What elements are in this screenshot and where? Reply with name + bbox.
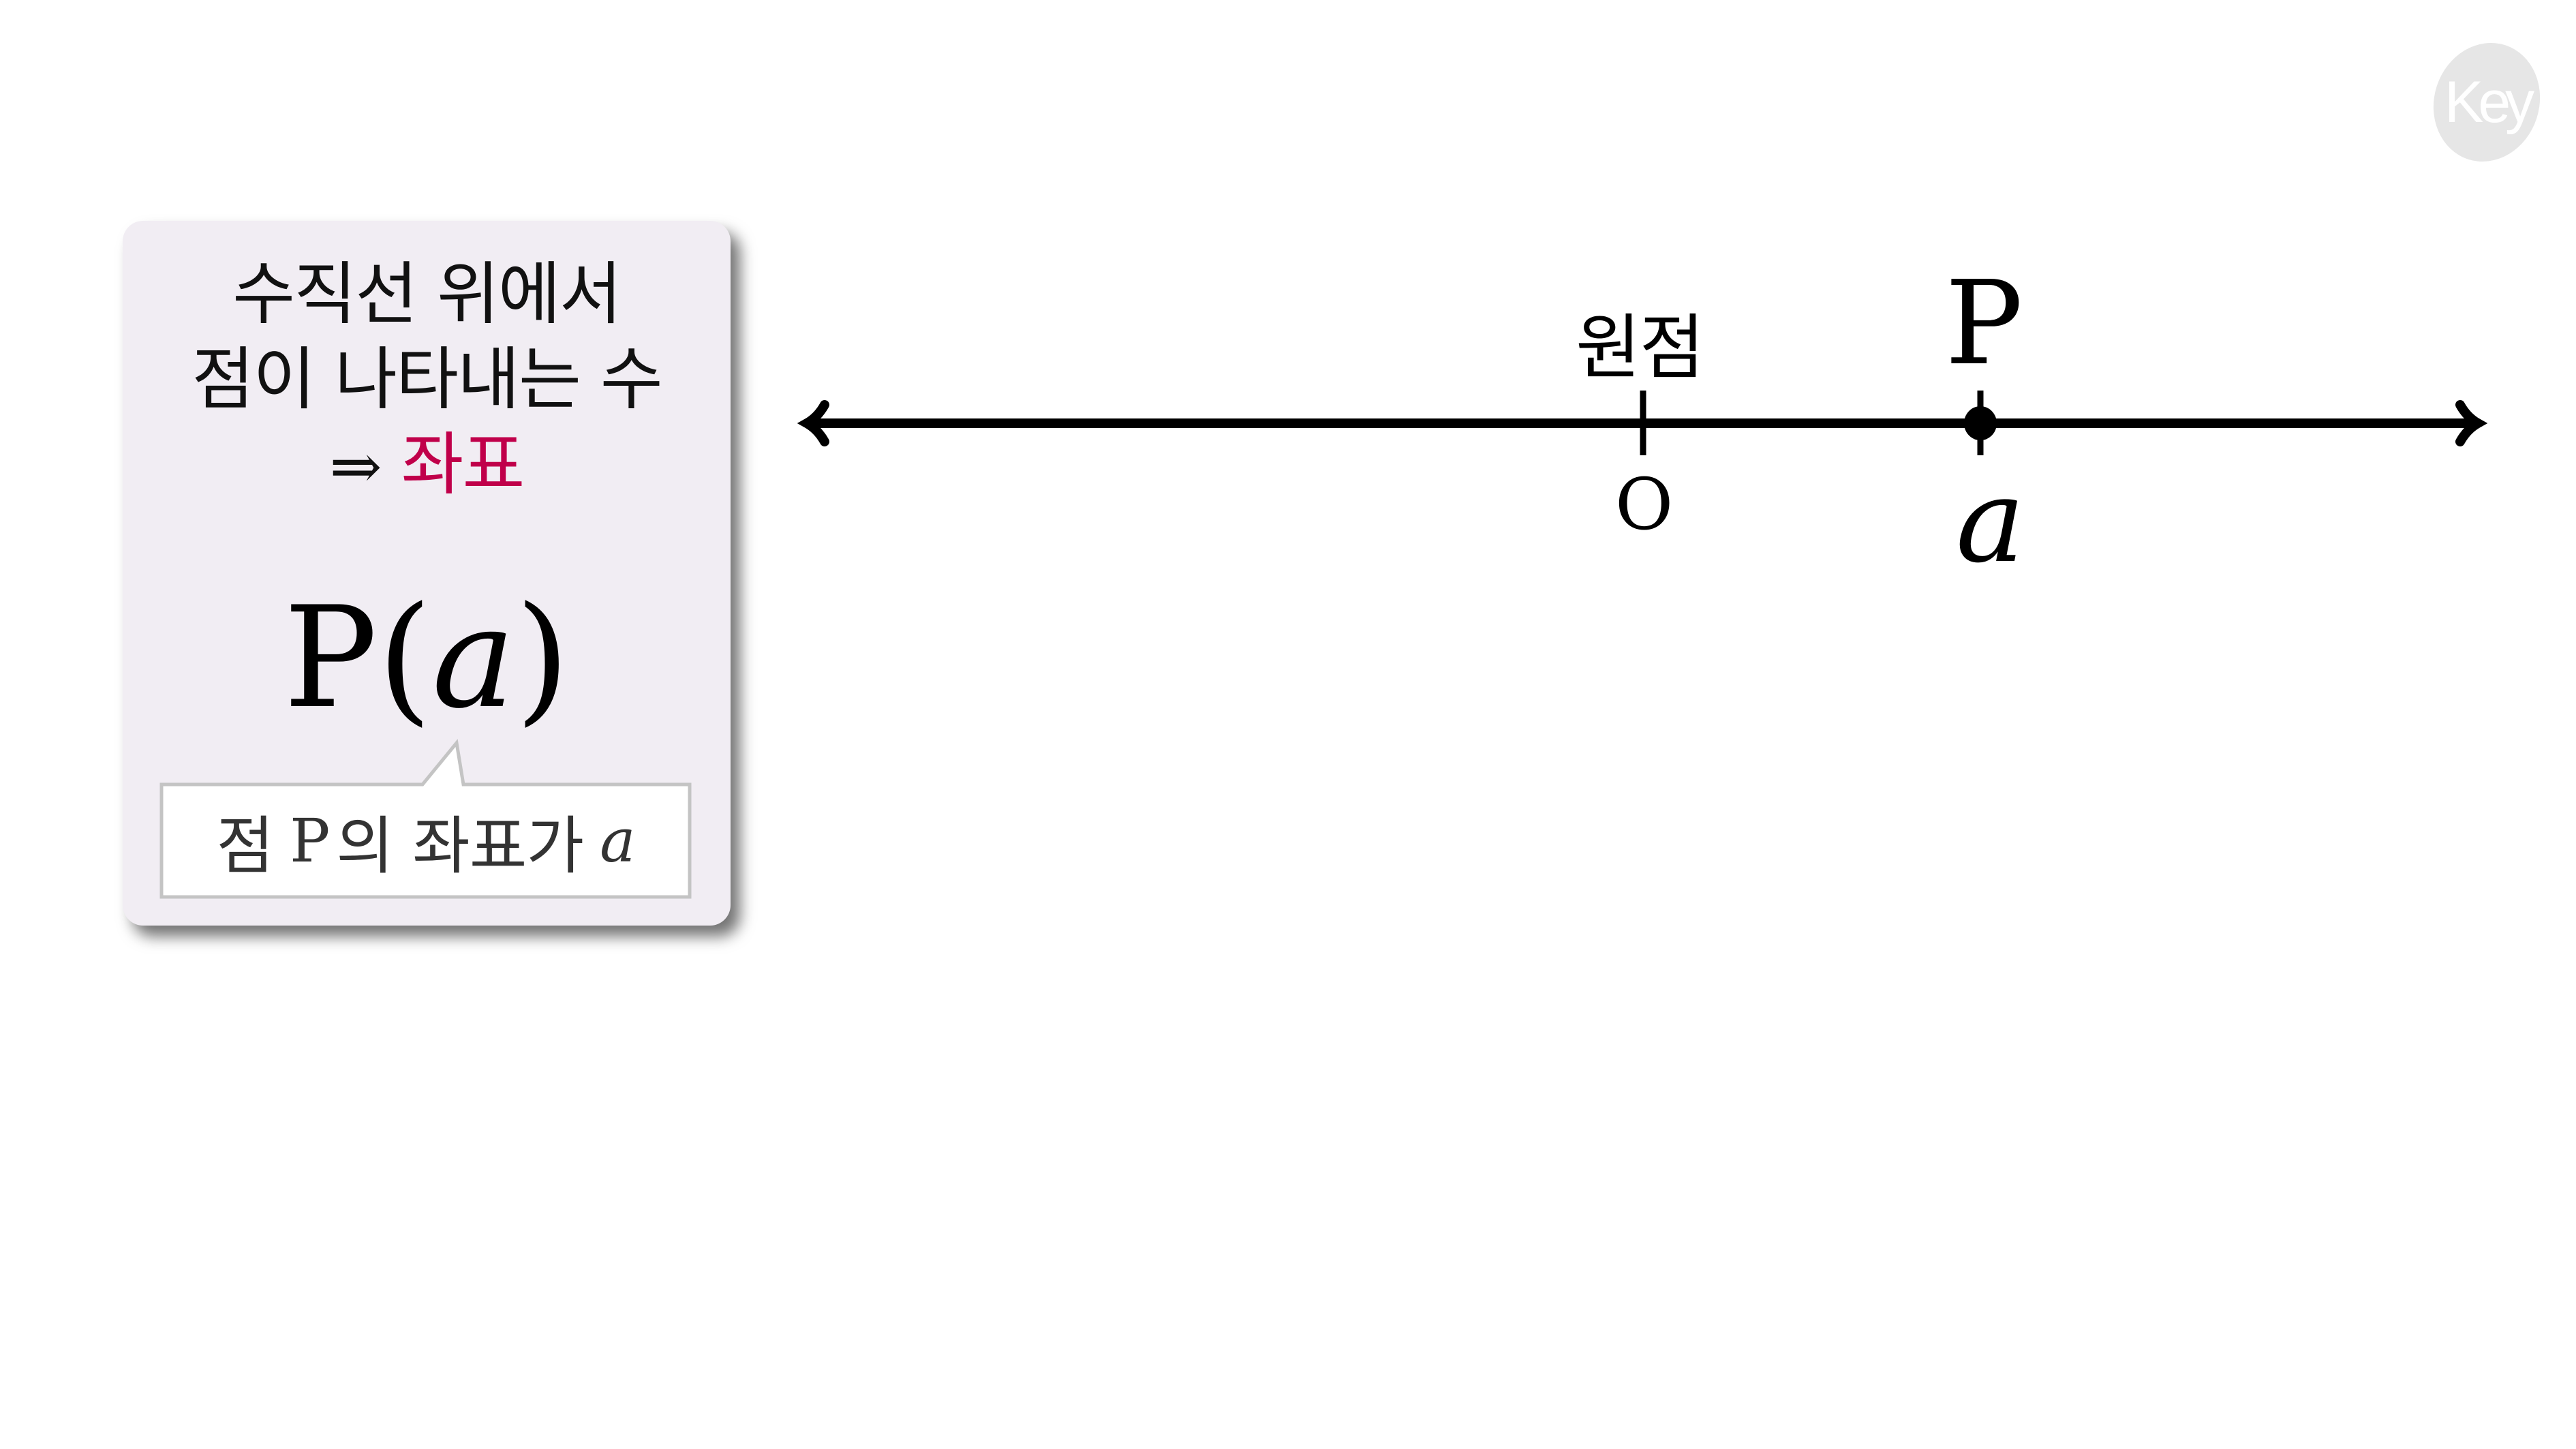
card-line-1: 수직선 위에서 <box>232 254 622 334</box>
implies-arrow: ⇒ <box>329 430 382 503</box>
notation-point: P <box>283 577 378 739</box>
origin-value: O <box>1615 463 1674 546</box>
concept-card: 수직선 위에서 점이 나타내는 수 ⇒ 좌표 P(a) 점 P 의 좌표가 a <box>123 221 731 926</box>
left-arrowhead-icon <box>797 400 829 446</box>
notation-coord: a <box>431 577 516 739</box>
callout-middle: 의 좌표가 <box>336 810 584 883</box>
right-arrowhead-icon <box>2455 400 2488 446</box>
callout-text: 점 P 의 좌표가 a <box>162 784 690 897</box>
term-coordinate: 좌표 <box>401 425 525 504</box>
notation-open-paren: ( <box>377 577 432 739</box>
origin-label: 원점 <box>1576 306 1704 389</box>
card-line-3: ⇒ 좌표 <box>123 431 731 499</box>
point-p-label: P <box>1945 256 2023 391</box>
callout-bubble <box>159 739 692 899</box>
callout-prefix: 점 <box>216 810 274 883</box>
card-line-2: 점이 나타내는 수 <box>191 339 663 419</box>
callout-point: P <box>290 806 330 876</box>
point-p-value: a <box>1956 454 2025 589</box>
point-p-dot-icon <box>1964 406 1997 440</box>
notation-close-paren: ) <box>515 577 570 739</box>
point-notation: P(a) <box>123 589 731 729</box>
callout-coord: a <box>600 806 635 876</box>
